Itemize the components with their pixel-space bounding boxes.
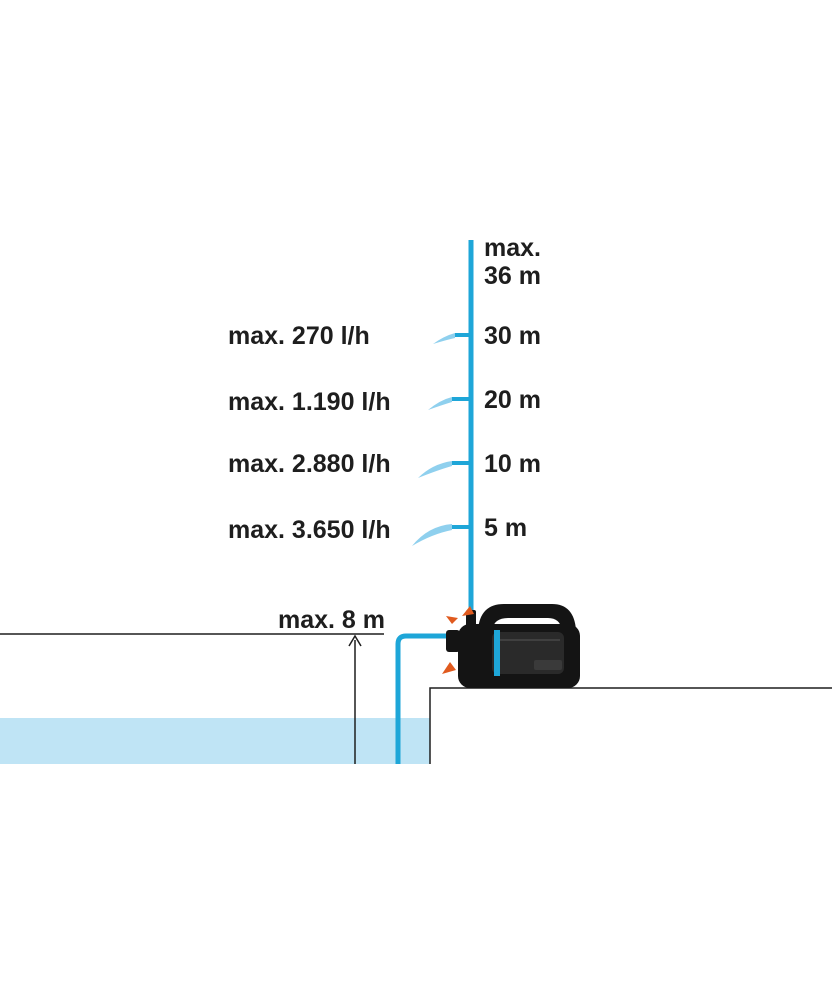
height-label-10m: 10 m	[484, 450, 541, 478]
pump-handle	[478, 604, 576, 630]
outlet-20m	[428, 397, 471, 410]
height-label-5m: 5 m	[484, 514, 527, 542]
spray-10m	[418, 461, 452, 478]
flow-label-20m: max. 1.190 l/h	[228, 388, 391, 416]
outlet-10m	[418, 461, 471, 478]
spray-5m	[412, 524, 452, 546]
max-height-label-line1: max.	[484, 234, 541, 262]
suction-arrow-head	[348, 634, 362, 647]
pump-accent-top	[462, 606, 474, 616]
spray-20m	[428, 397, 452, 410]
flow-label-30m: max. 270 l/h	[228, 322, 370, 350]
flow-label-5m: max. 3.650 l/h	[228, 516, 391, 544]
spray-30m	[433, 333, 455, 344]
outlet-30m	[433, 333, 471, 344]
outlet-5m	[412, 524, 471, 546]
max-height-label-line2: 36 m	[484, 262, 541, 290]
height-label-30m: 30 m	[484, 322, 541, 350]
pump-accent-left	[442, 662, 456, 674]
height-label-20m: 20 m	[484, 386, 541, 414]
water-reservoir	[0, 718, 430, 764]
suction-pipe	[395, 633, 446, 764]
pump-window	[494, 630, 500, 676]
suction-depth-label: max. 8 m	[278, 606, 385, 634]
garden-pump	[442, 604, 580, 688]
pump-platform	[429, 687, 832, 764]
flow-label-10m: max. 2.880 l/h	[228, 450, 391, 478]
